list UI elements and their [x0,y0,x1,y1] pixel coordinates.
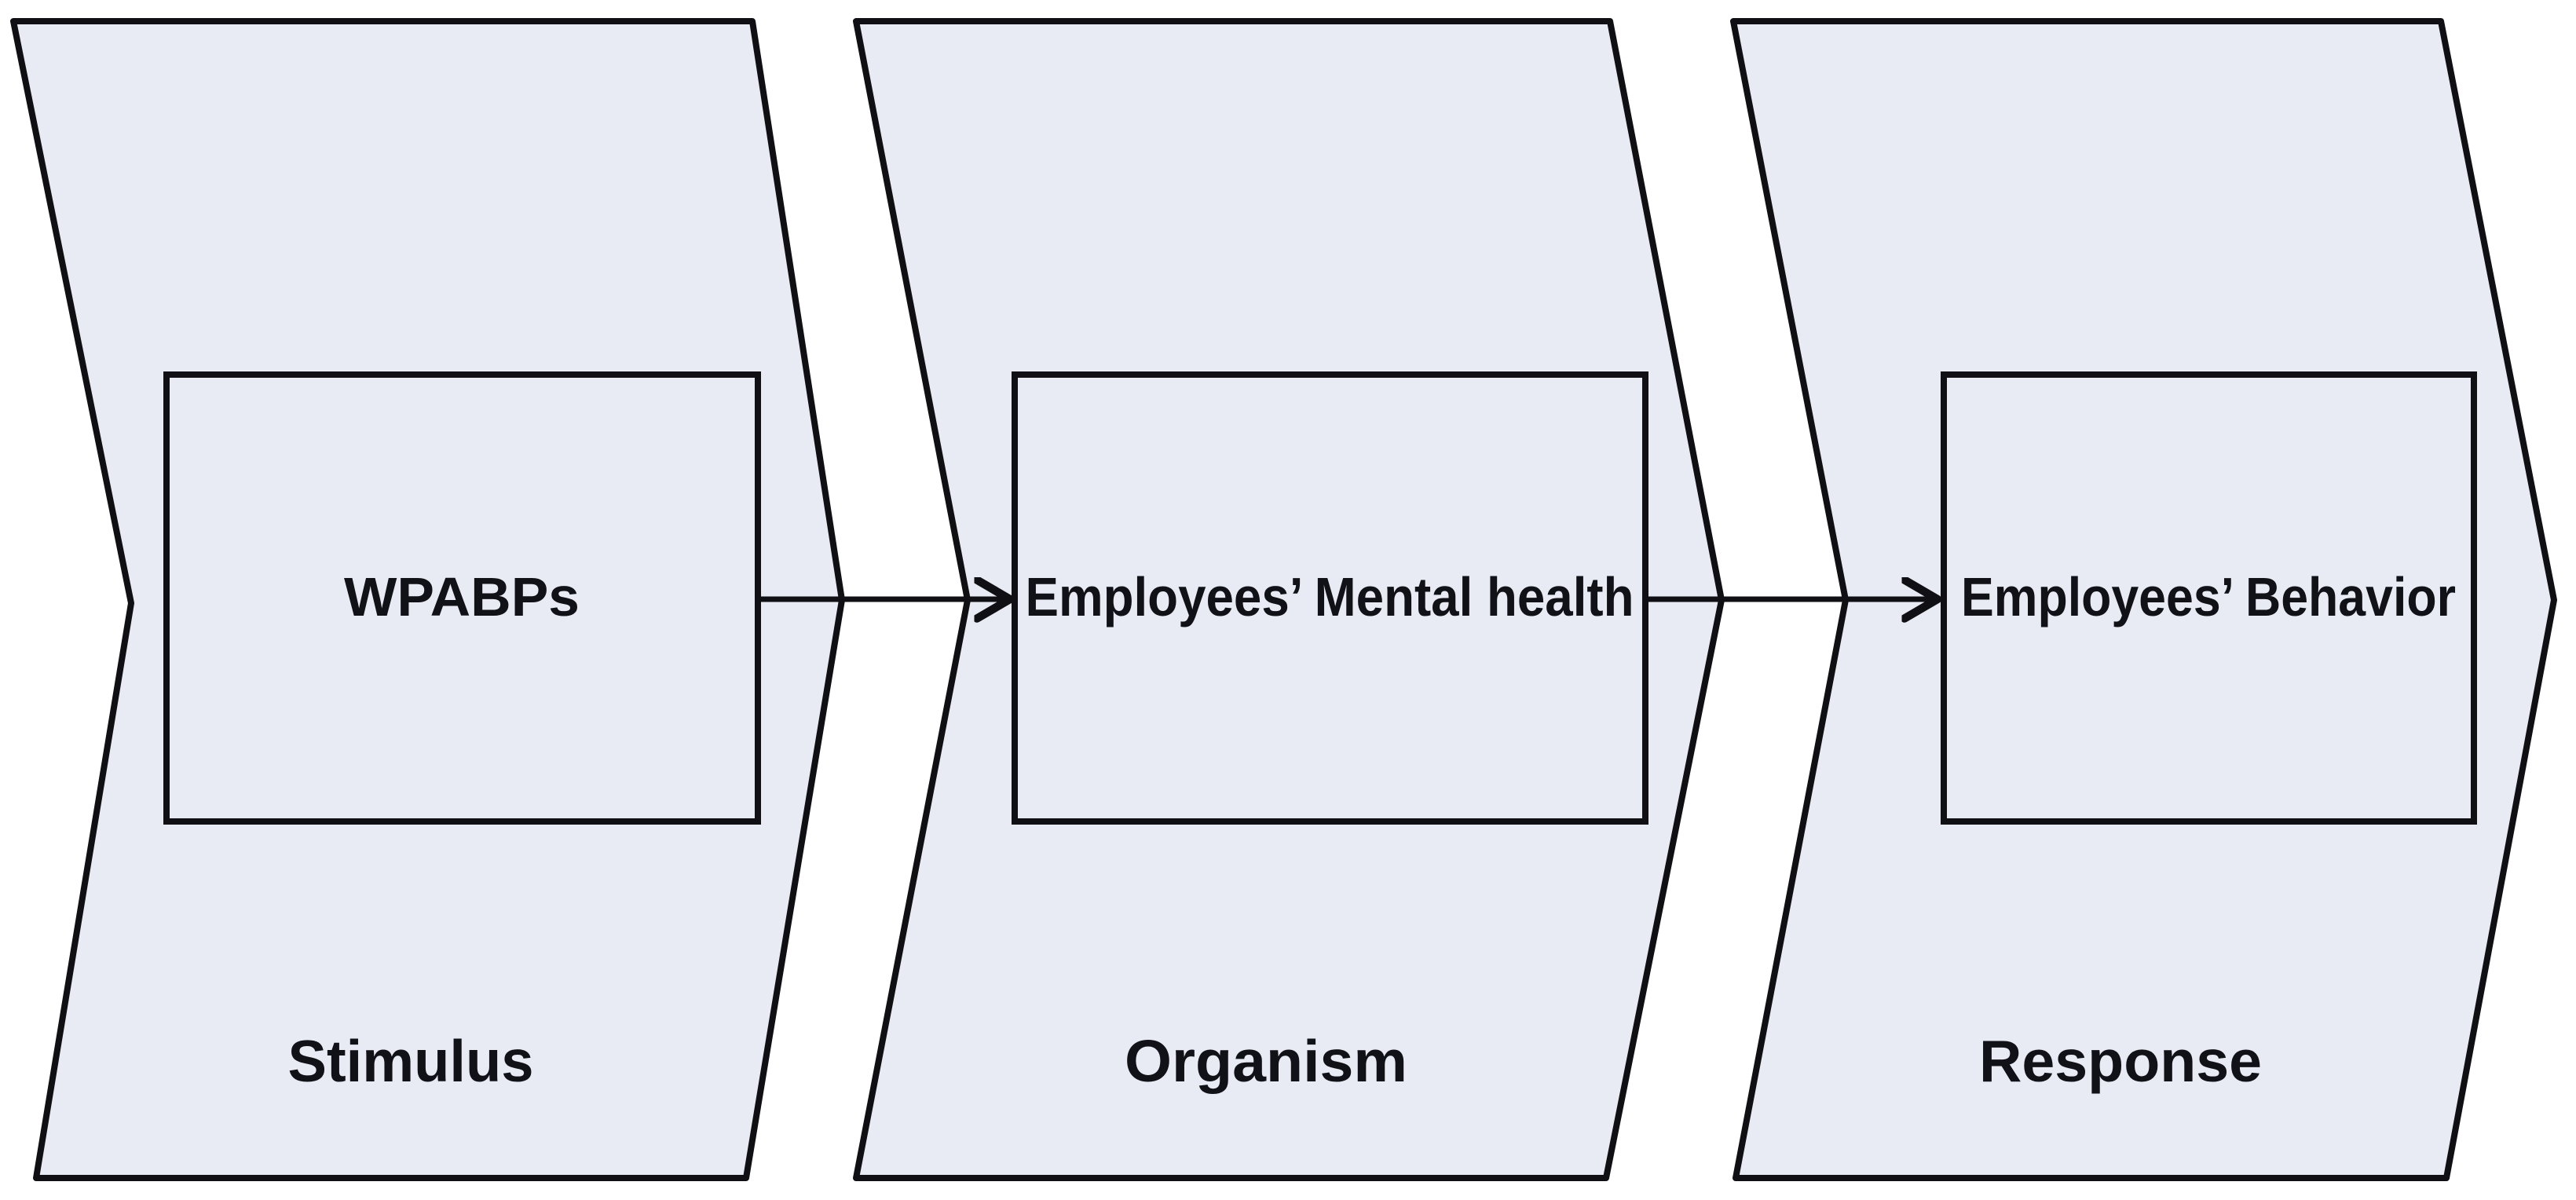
mental-health-box [1012,371,1648,825]
mental-health-box-label: Employees’ Mental health [1026,566,1634,627]
behavior-box-label: Employees’ Behavior [1961,566,2456,627]
stage-label-response: Response [1979,1028,2262,1094]
chevron-stimulus [10,18,845,1181]
stage-stimulus: WPABPs Stimulus [10,18,845,1181]
stimulus-box-label: WPABPs [344,566,580,627]
stage-label-organism: Organism [1125,1028,1407,1094]
stage-label-stimulus: Stimulus [288,1028,534,1094]
behavior-box [1941,371,2477,825]
stage-organism: Employees’ Mental health Organism [853,18,1725,1181]
stimulus-box [163,371,761,825]
